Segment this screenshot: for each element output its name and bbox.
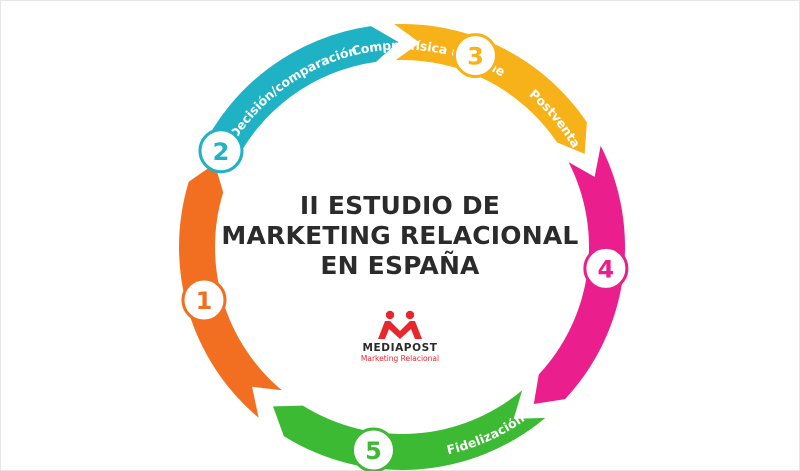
title-line-1: II ESTUDIO DE: [299, 191, 501, 220]
segment-arrow-step-2: [199, 26, 399, 168]
segment-arrow-step-3: [394, 24, 587, 154]
step-number-2: 2: [213, 138, 230, 166]
step-number-3: 3: [467, 43, 484, 71]
title-line-3: EN ESPAÑA: [320, 251, 480, 280]
diagram-title: II ESTUDIO DE MARKETING RELACIONAL EN ES…: [200, 191, 600, 281]
mediapost-logo-icon: [378, 310, 422, 339]
title-line-2: MARKETING RELACIONAL: [221, 221, 579, 250]
step-badge-4: [583, 245, 629, 291]
mediapost-logo: MEDIAPOST Marketing Relacional: [340, 310, 460, 372]
segment-arrow-step-5: [272, 390, 546, 470]
logo-name: MEDIAPOST: [362, 342, 438, 354]
step-badge-1: [181, 277, 227, 323]
segment-arrow-step-4: [533, 145, 625, 405]
step-number-5: 5: [365, 437, 382, 465]
step-badge-3: [452, 33, 498, 79]
step-badge-5: [350, 427, 396, 471]
step-number-1: 1: [196, 287, 213, 315]
step-number-4: 4: [598, 255, 615, 283]
segment-arrow-step-1: [179, 163, 282, 418]
step-badge-2: [198, 128, 244, 174]
logo-tagline: Marketing Relacional: [360, 354, 440, 363]
